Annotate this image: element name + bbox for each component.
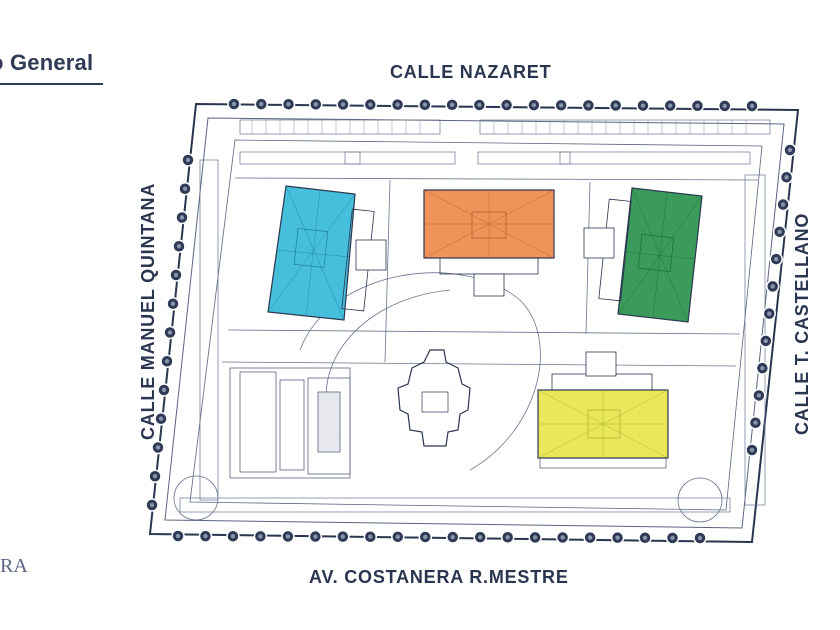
inner-courtyard-boundary [189, 139, 763, 511]
tree-trunk-icon [155, 445, 161, 450]
tree-trunk-icon [259, 101, 264, 107]
tree-trunk-icon [770, 284, 775, 289]
tree-trunk-icon [505, 535, 510, 540]
building-blue [267, 185, 387, 321]
tree-trunk-icon [697, 535, 703, 541]
tree-trunk-icon [749, 103, 755, 109]
tree-trunk-icon [753, 420, 758, 425]
tree-trunk-icon [182, 186, 188, 191]
tree-trunk-icon [313, 534, 318, 539]
tree-trunk-icon [175, 533, 181, 539]
tree-trunk-icon [477, 102, 482, 108]
perimeter-trees [145, 97, 797, 545]
corner-roundabout-right [677, 477, 723, 523]
tree-trunk-icon [722, 103, 727, 109]
tree-trunk-icon [749, 447, 755, 453]
tree-trunk-icon [258, 534, 263, 539]
building-green [583, 187, 703, 323]
tree-trunk-icon [532, 535, 538, 540]
tree-trunk-icon [170, 301, 176, 306]
tree-trunk-icon [615, 535, 620, 540]
tree-trunk-icon [780, 202, 786, 207]
tree-trunk-icon [179, 215, 185, 220]
tree-trunk-icon [767, 311, 772, 316]
street-label-bottom: AV. COSTANERA R.MESTRE [309, 567, 569, 587]
tree-trunk-icon [164, 359, 170, 364]
tree-trunk-icon [763, 338, 769, 344]
tree-trunk-icon [395, 102, 400, 107]
building-yellow [537, 351, 669, 469]
tree-trunk-icon [185, 157, 191, 163]
tree-trunk-icon [773, 256, 779, 262]
tree-trunk-icon [203, 533, 208, 539]
tree-trunk-icon [613, 103, 618, 108]
tree-trunk-icon [777, 229, 782, 235]
tree-trunk-icon [368, 534, 373, 539]
tree-trunk-icon [756, 393, 762, 398]
tree-trunk-icon [152, 474, 158, 479]
tree-trunk-icon [784, 175, 789, 180]
central-chapel [397, 349, 471, 447]
logo-fragment: RA [0, 555, 28, 577]
stall-dividers [251, 120, 747, 134]
tree-trunk-icon [478, 534, 483, 540]
tree-trunk-icon [423, 534, 428, 540]
street-label-top: CALLE NAZARET [390, 62, 552, 82]
tree-trunk-icon [340, 534, 346, 539]
pool-area [229, 367, 351, 479]
tree-trunk-icon [313, 102, 318, 107]
tree-trunk-icon [642, 535, 648, 540]
tree-trunk-icon [560, 535, 565, 540]
tree-trunk-icon [173, 272, 179, 278]
tree-trunk-icon [230, 534, 236, 539]
tree-trunk-icon [368, 102, 373, 107]
tree-trunk-icon [285, 534, 291, 539]
tree-trunk-icon [161, 387, 167, 393]
site-boundary [148, 102, 800, 544]
tree-trunk-icon [760, 365, 765, 371]
tree-trunk-icon [695, 103, 700, 108]
tree-trunk-icon [395, 534, 400, 540]
tree-trunk-icon [422, 102, 428, 107]
building-orange [423, 189, 555, 297]
corner-roundabout-left [173, 475, 219, 521]
page-title: o General [0, 50, 94, 75]
tree-trunk-icon [231, 101, 237, 107]
tree-trunk-icon [158, 416, 164, 421]
tree-trunk-icon [587, 535, 593, 540]
tree-trunk-icon [670, 535, 675, 541]
title-underline [0, 83, 103, 85]
tree-trunk-icon [504, 102, 509, 108]
tree-trunk-icon [787, 147, 793, 153]
tree-trunk-icon [340, 102, 346, 107]
tree-trunk-icon [176, 244, 182, 249]
tree-trunk-icon [449, 102, 455, 108]
tree-trunk-icon [286, 102, 291, 107]
tree-trunk-icon [668, 103, 673, 108]
tree-trunk-icon [167, 330, 173, 335]
tree-trunk-icon [149, 502, 155, 508]
tree-trunk-icon [558, 103, 564, 108]
tree-trunk-icon [586, 103, 591, 108]
tree-trunk-icon [531, 102, 537, 108]
tree-trunk-icon [450, 534, 455, 540]
tree-trunk-icon [640, 103, 646, 108]
